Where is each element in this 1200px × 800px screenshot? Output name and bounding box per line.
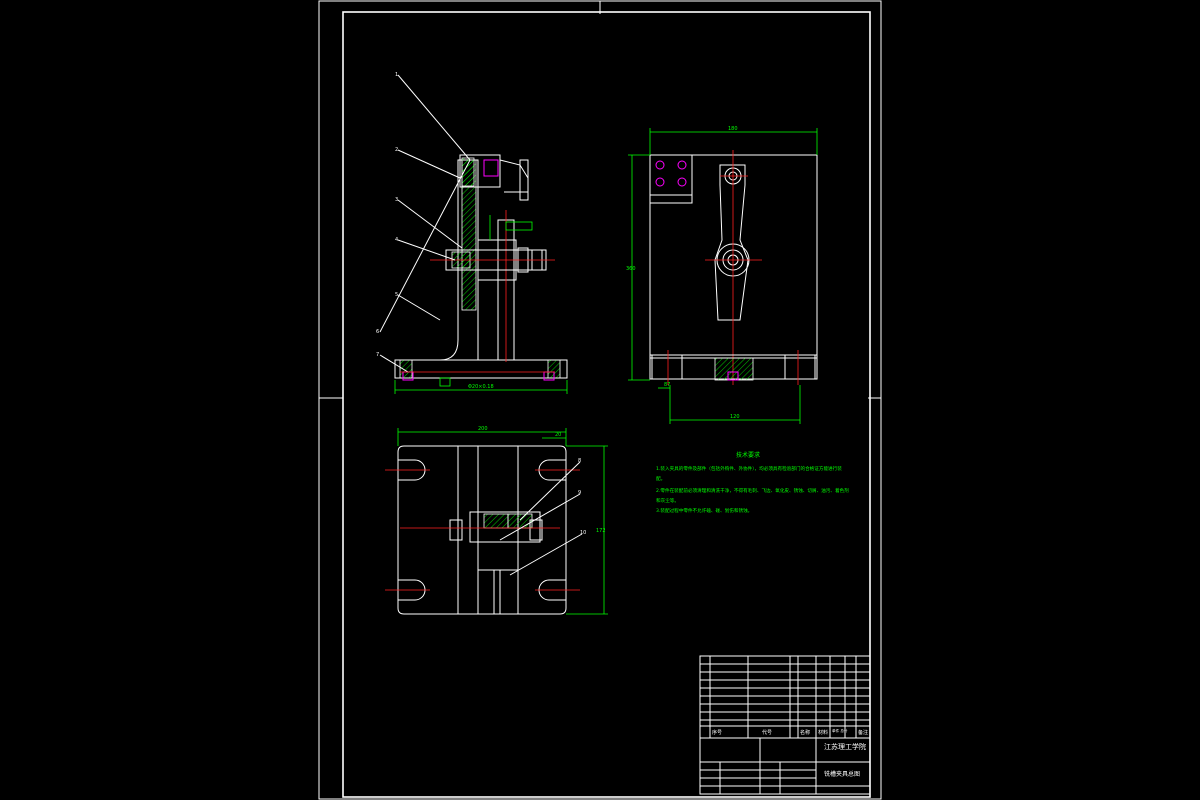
balloon-7: 7 [376,352,379,358]
balloon-10: 10 [580,530,586,536]
tech-req-line-4: 和灰尘等。 [656,497,679,504]
plan-view: 200 20 172 8 9 10 [385,426,608,615]
header-seq: 序号 [712,729,722,736]
technical-requirements: 技术要求 1.装入夹具的零件及部件（包括外购件、外协件），均必须具有检验部门的合… [656,451,849,514]
plan-height-dim: 172 [596,528,606,534]
sheet-border [318,0,882,800]
balloon-8: 8 [578,458,581,464]
balloon-5: 5 [395,292,398,298]
balloon-4: 4 [395,237,398,243]
tech-req-line-3: 2.零件在装配前必须清理和清洗干净，不得有毛刺、飞边、氧化皮、锈蚀、切屑、油污、… [656,487,849,494]
front-section-view: Φ20×0.18 1 2 3 4 5 6 7 [376,72,568,394]
header-note: 备注 [858,729,868,736]
balloon-1: 1 [395,72,398,78]
balloon-6: 6 [376,329,379,335]
bottom-left-dim: 87 [664,382,670,388]
header-name: 名称 [800,729,810,736]
front-base-dim: Φ20×0.18 [468,384,494,390]
balloon-2: 2 [395,147,398,153]
tech-req-heading: 技术要求 [736,451,760,459]
tech-req-line-1: 1.装入夹具的零件及部件（包括外购件、外协件），均必须具有检验部门的合格证方能进… [656,465,842,472]
plan-small-dim: 20 [555,432,561,438]
title-block: 序号 代号 名称 材料 单件 总计 备注 江苏理工学院 铣槽夹具总图 [699,655,871,795]
left-height-dim: 360 [626,266,636,272]
bottom-right-dim: 120 [730,414,740,420]
school-name: 江苏理工学院 [824,742,866,751]
tech-req-line-5: 3.装配过程中零件不允许磕、碰、划伤和锈蚀。 [656,507,752,514]
header-code: 代号 [762,729,772,736]
top-width-dim: 180 [728,126,738,132]
drawing-name: 铣槽夹具总图 [824,770,860,778]
tech-req-line-2: 配。 [656,476,665,482]
header-weight: 单件 总计 [832,728,848,733]
side-view: 180 360 120 87 [626,126,818,424]
plan-width-dim: 200 [478,426,488,432]
balloon-9: 9 [578,490,581,496]
header-material: 材料 [818,729,828,736]
balloon-3: 3 [395,197,398,203]
